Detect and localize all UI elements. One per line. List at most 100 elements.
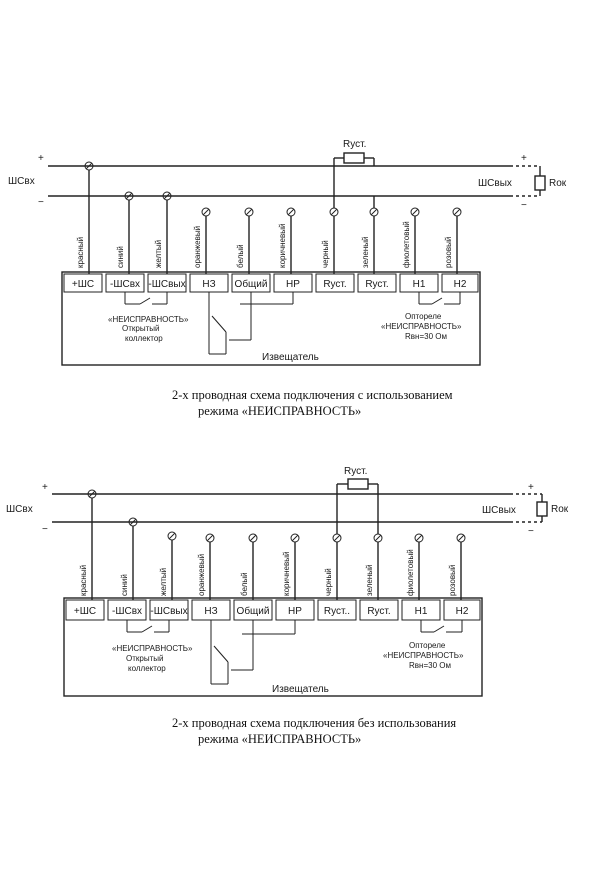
wire-label: синий [120,574,129,596]
terminal-label: Rуст. [367,606,390,617]
detector-label: Извещатель [272,684,329,695]
plus-out-label: + [521,153,527,164]
caption-1-line-1: 2-х проводная схема подключения с исполь… [172,388,453,402]
detector-label: Извещатель [262,352,319,363]
switch-contact [141,625,153,633]
terminal-label: Rуст.. [324,606,350,617]
opto-label-2: «НЕИСПРАВНОСТЬ» [381,322,462,331]
minus-in-label: − [42,524,48,535]
plus-out-label: + [528,482,534,493]
wire-label: оранжевый [197,554,206,596]
screw-slot [168,532,176,540]
wire-label: черный [324,568,333,596]
terminal-cell [357,273,397,293]
minus-out-label: − [521,200,527,211]
terminal-label: Общий [237,605,270,617]
caption-2-line-2: режима «НЕИСПРАВНОСТЬ» [198,732,362,746]
opto-contact [433,625,445,633]
screw-slot [125,192,133,200]
minus-out-label: − [528,526,534,537]
fault-label: «НЕИСПРАВНОСТЬ» [112,644,193,653]
screw-slot [333,534,341,542]
fault-collector-switch: «НЕИСПРАВНОСТЬ» Открытый коллектор [108,292,189,343]
optorelay: Оптореле «НЕИСПРАВНОСТЬ» Rвн=30 Ом [381,292,462,341]
collector-label-2: коллектор [128,664,166,673]
terminal-cell [63,273,103,293]
screw-slot [453,208,461,216]
rok-label: Rок [549,178,567,189]
switch-contact [139,297,151,305]
screw-slot [370,208,378,216]
fault-collector-switch: «НЕИСПРАВНОСТЬ» Открытый коллектор [112,620,193,673]
terminal-label: Rуст. [323,279,346,290]
opto-contact [431,297,443,305]
terminal-label: НР [288,606,302,617]
screw-slot [249,534,257,542]
minus-in-label: − [38,197,44,208]
wire-label: красный [76,237,85,268]
plus-in-label: + [38,153,44,164]
screw-slot [411,208,419,216]
screw-slot [330,208,338,216]
screw-slot [374,534,382,542]
screw-slot [457,534,465,542]
terminal-strip: +ШС -ШСвх -ШСвых НЗ Общий НР Rуст.. Rуст… [65,599,481,621]
screw-slot [163,192,171,200]
terminal-cell [359,599,399,621]
rust-top-label: Rуст. [343,139,366,150]
wire-label: белый [236,244,245,268]
terminal-label: Н2 [456,606,469,617]
wire-label: фиолетовый [406,549,415,596]
terminal-label: -ШСвх [110,279,140,290]
opto-label-1: Оптореле [409,641,446,650]
rust-resistor [343,152,365,164]
screw-slot [245,208,253,216]
wire-label: коричневый [278,224,287,268]
diagram-2: + − ШСвх + − ШСвых Rок Rуст. Извещатель [6,466,569,697]
screw-slot [88,490,96,498]
terminal-label: Н1 [413,279,426,290]
rok-resistor [534,175,546,191]
terminal-cell [65,599,105,621]
screw-slot [85,162,93,170]
wire-label: коричневый [282,552,291,596]
wire-label: оранжевый [193,226,202,268]
wire-label: фиолетовый [402,221,411,268]
wire-group [87,489,466,600]
detector-body [63,597,483,697]
terminal-label: -ШСвых [150,606,187,617]
diagram-1: + − ШСвх + − ШСвых Rок Rуст. Извещатель [8,139,567,366]
relay-contacts [208,292,294,355]
relay-contact [211,315,227,333]
terminal-label: -ШСвых [148,279,185,290]
screw-slot [202,208,210,216]
wire-label: розовый [444,237,453,268]
terminal-label: НЗ [204,606,217,617]
rust-top-label: Rуст. [344,466,367,477]
loop-in-label: ШСвх [6,504,33,515]
screw-slot [287,208,295,216]
wire-label: черный [321,240,330,268]
wire-label: желтый [154,240,163,268]
terminal-label: Н1 [415,606,428,617]
opto-label-1: Оптореле [405,312,442,321]
wire-label: белый [240,572,249,596]
opto-label-3: Rвн=30 Ом [405,332,447,341]
screw-slot [415,534,423,542]
collector-label-1: Открытый [122,324,159,333]
relay-contacts [210,620,296,685]
rok-resistor [536,501,548,517]
loop-in-label: ШСвх [8,176,35,187]
terminal-label: +ШС [74,606,96,617]
opto-label-3: Rвн=30 Ом [409,661,451,670]
rust-resistor [347,478,369,490]
collector-label-2: коллектор [125,334,163,343]
terminal-label: Н2 [454,279,467,290]
terminal-strip: +ШС -ШСвх -ШСвых НЗ Общий НР Rуст. Rуст.… [63,273,479,293]
wire-label: желтый [159,568,168,596]
fault-label: «НЕИСПРАВНОСТЬ» [108,315,189,324]
terminal-label: Rуст. [365,279,388,290]
terminal-label: -ШСвх [112,606,142,617]
wire-label: красный [79,565,88,596]
